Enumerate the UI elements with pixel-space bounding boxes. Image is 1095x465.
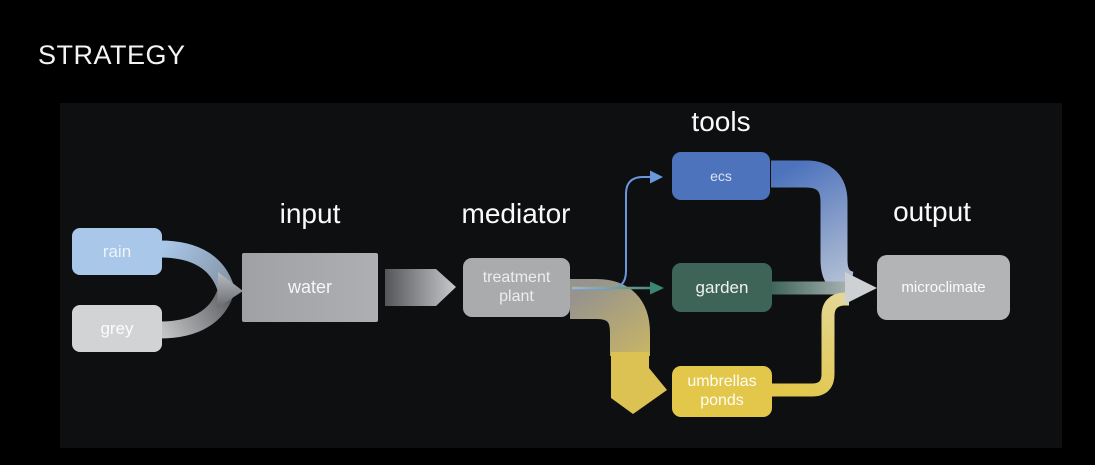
node-rain: rain <box>72 228 162 275</box>
edge-treatment-to-umbrellas-arrowhead <box>611 352 667 414</box>
section-label-output: output <box>893 196 971 227</box>
node-treatment-plant: treatment plant <box>463 258 570 317</box>
node-microclimate: microclimate <box>877 255 1010 320</box>
edge-water-to-treatment-arrow <box>385 269 456 306</box>
output-arrow-tip <box>845 272 877 304</box>
section-label-tools: tools <box>691 106 751 137</box>
node-garden: garden <box>672 263 772 312</box>
section-label-input: input <box>279 198 341 229</box>
edge-rain-to-water <box>159 240 235 292</box>
section-label-mediator: mediator <box>461 198 571 229</box>
node-water: water <box>242 253 378 322</box>
edge-treatment-to-ecs-arrowhead <box>650 170 663 184</box>
page-title: STRATEGY <box>38 40 186 70</box>
node-ecs: ecs <box>672 152 770 200</box>
edge-treatment-to-ecs-line <box>572 176 650 290</box>
edge-treatment-to-umbrellas-band <box>570 279 650 356</box>
edge-grey-to-water <box>159 287 235 339</box>
edge-ecs-to-output-band <box>771 160 855 299</box>
node-umbrellas-ponds: umbrellas ponds <box>672 366 772 417</box>
node-grey: grey <box>72 305 162 352</box>
funnel-arrow-tip <box>217 272 243 308</box>
edge-treatment-to-garden-arrowhead <box>650 281 664 295</box>
edge-umbrellas-to-output-band <box>771 292 849 397</box>
